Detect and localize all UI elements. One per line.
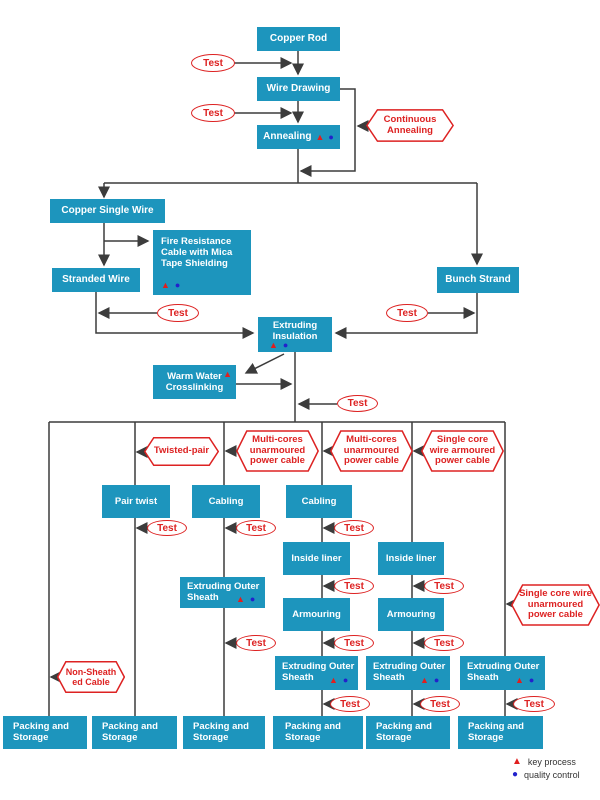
test-badge: Test [147, 520, 187, 536]
callout-multi-cores-unarmoured-1: Multi-cores unarmoured power cable [236, 430, 319, 472]
process-box-extruding-outer-sheath-4: Extruding Outer Sheath ▲ ● [460, 656, 545, 690]
process-box-inside-liner-1: Inside liner [283, 542, 350, 575]
test-badge: Test [424, 578, 464, 594]
process-box-extruding-outer-sheath-2: Extruding Outer Sheath ▲ ● [275, 656, 358, 690]
process-box-warm-water-crosslinking: Warm Water Crosslinking ▲ [153, 365, 236, 399]
test-badge: Test [191, 54, 235, 72]
key-process-icon: ▲ [223, 369, 232, 379]
process-box-packing-5: Packing and Storage [366, 716, 450, 749]
test-badge: Test [513, 696, 555, 712]
callout-continuous-annealing: Continuous Annealing [366, 109, 454, 142]
legend: ▲ key process ● quality control [512, 757, 580, 783]
quality-control-icon: ● [282, 340, 289, 350]
test-badge: Test [236, 635, 276, 651]
process-box-armouring-2: Armouring [378, 598, 444, 631]
legend-quality-control-label: quality control [524, 770, 580, 780]
callout-non-sheathed-cable: Non-Sheath ed Cable [57, 661, 125, 693]
test-badge: Test [337, 395, 378, 412]
callout-single-core-wire-unarmoured: Single core wire unarmoured power cable [511, 584, 600, 626]
test-badge: Test [424, 635, 464, 651]
quality-control-icon: ● [528, 675, 535, 685]
test-badge: Test [330, 696, 370, 712]
quality-control-icon: ● [342, 675, 349, 685]
test-badge: Test [334, 578, 374, 594]
key-process-icon: ▲ [315, 131, 325, 142]
quality-control-icon: ● [512, 769, 519, 780]
process-box-cabling-1: Cabling [192, 485, 260, 518]
quality-control-icon: ● [174, 280, 181, 290]
hexagon-shape [236, 430, 319, 472]
process-box-bunch-strand: Bunch Strand [437, 267, 519, 293]
test-badge: Test [191, 104, 235, 122]
process-box-packing-6: Packing and Storage [458, 716, 543, 749]
process-box-packing-1: Packing and Storage [3, 716, 87, 749]
callout-twisted-pair: Twisted-pair [144, 437, 219, 466]
process-box-packing-4: Packing and Storage [273, 716, 363, 749]
key-process-icon: ▲ [236, 594, 245, 604]
quality-control-icon: ● [249, 594, 256, 604]
process-box-stranded-wire: Stranded Wire [52, 268, 140, 292]
process-box-packing-2: Packing and Storage [92, 716, 177, 749]
test-badge: Test [420, 696, 460, 712]
legend-key-process: ▲ key process [512, 756, 580, 768]
key-process-icon: ▲ [329, 675, 338, 685]
process-box-extruding-outer-sheath-1: Extruding Outer Sheath ▲ ● [180, 577, 265, 608]
test-badge: Test [334, 635, 374, 651]
callout-single-core-wire-armoured: Single core wire armoured power cable [421, 430, 504, 472]
process-box-wire-drawing: Wire Drawing [257, 77, 340, 101]
quality-control-icon: ● [328, 131, 334, 142]
callout-multi-cores-unarmoured-2: Multi-cores unarmoured power cable [330, 430, 413, 472]
process-box-fire-resistance-cable: Fire Resistance Cable with Mica Tape Shi… [153, 230, 251, 295]
process-box-armouring-1: Armouring [283, 598, 350, 631]
process-box-inside-liner-2: Inside liner [378, 542, 444, 575]
process-box-copper-single-wire: Copper Single Wire [50, 199, 165, 223]
process-box-cabling-2: Cabling [286, 485, 352, 518]
key-process-icon: ▲ [512, 756, 522, 767]
process-box-pair-twist: Pair twist [102, 485, 170, 518]
quality-control-icon: ● [433, 675, 440, 685]
process-box-copper-rod: Copper Rod [257, 27, 340, 51]
key-process-icon: ▲ [161, 280, 170, 290]
key-process-icon: ▲ [420, 675, 429, 685]
process-box-extruding-insulation: Extruding Insulation ▲ ● [258, 317, 332, 352]
process-box-extruding-outer-sheath-3: Extruding Outer Sheath ▲ ● [366, 656, 450, 690]
legend-key-process-label: key process [527, 757, 576, 767]
legend-quality-control: ● quality control [512, 769, 580, 781]
process-box-packing-3: Packing and Storage [183, 716, 265, 749]
test-badge: Test [334, 520, 374, 536]
test-badge: Test [236, 520, 276, 536]
process-box-annealing: Annealing ▲ ● [257, 125, 340, 149]
test-badge: Test [157, 304, 199, 322]
key-process-icon: ▲ [515, 675, 524, 685]
test-badge: Test [386, 304, 428, 322]
key-process-icon: ▲ [269, 340, 278, 350]
